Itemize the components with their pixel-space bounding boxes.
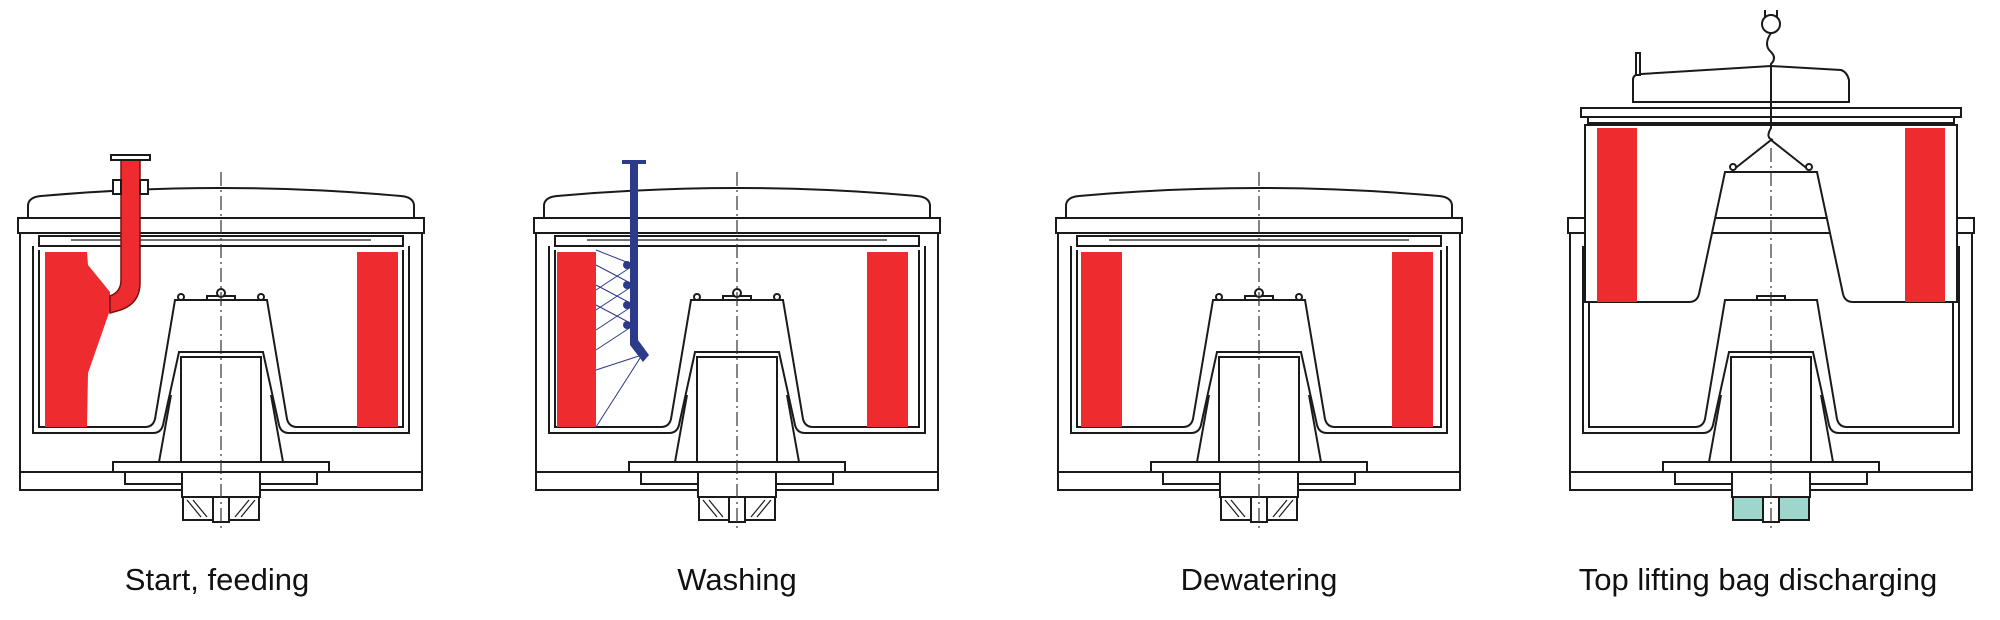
stage-label-top-lifting: Top lifting bag discharging: [1578, 562, 1938, 597]
feed-pipe: [109, 157, 141, 314]
product-layer-left: [45, 252, 110, 427]
stage-washing: [533, 160, 941, 532]
wash-pipe: [630, 160, 649, 362]
product-layer-left: [1597, 128, 1637, 302]
product-layer-left: [557, 252, 596, 427]
stage-label-dewatering: Dewatering: [1180, 562, 1338, 597]
stage-start-feeding: [17, 154, 425, 532]
product-layer-right: [1905, 128, 1945, 302]
stage-label-start-feeding: Start, feeding: [124, 562, 310, 597]
product-layer-right: [357, 252, 398, 427]
product-layer-right: [1392, 252, 1433, 427]
wash-spray: [595, 249, 643, 428]
lifting-hook: [1761, 10, 1781, 141]
stage-top-lifting-bag-discharging: [1567, 10, 1975, 532]
product-layer-left: [1081, 252, 1122, 427]
stage-dewatering: [1055, 172, 1463, 532]
basket-lid: [1632, 52, 1850, 103]
stage-label-washing: Washing: [677, 562, 797, 597]
product-layer-right: [867, 252, 908, 427]
